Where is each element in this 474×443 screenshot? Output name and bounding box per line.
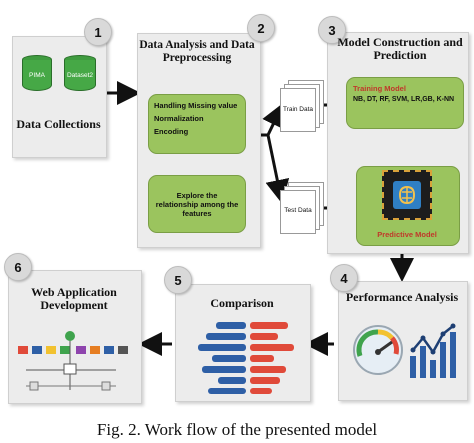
step-number-1: 1 <box>84 18 112 46</box>
test-data-label: Test Data <box>284 207 312 214</box>
preprocess-item: Handling Missing value <box>154 101 238 110</box>
arrow-to-train <box>262 102 285 136</box>
preprocess-item: Normalization <box>154 114 204 123</box>
step-4-title: Performance Analysis <box>345 290 459 304</box>
step-number-5: 5 <box>164 266 192 294</box>
gauge-icon <box>352 324 404 381</box>
training-model-list: NB, DT, RF, SVM, LR,GB, K-NN <box>353 96 455 103</box>
bar-list-icon <box>188 320 300 401</box>
step-3-title: Model Construction and Prediction <box>337 35 463 63</box>
step-1-title: Data Collections <box>16 117 101 131</box>
database-icon: PIMA <box>22 55 52 91</box>
step-number-6: 6 <box>4 253 32 281</box>
dataset-pima-label: PIMA <box>22 60 52 91</box>
training-model-title: Training Model <box>353 84 406 93</box>
explore-text: Explore the relationship among the featu… <box>155 190 239 218</box>
train-data-label: Train Data <box>282 106 314 113</box>
database-icon: Dataset2 <box>64 55 96 91</box>
preprocess-item: Encoding <box>154 127 189 136</box>
brain-chip-icon <box>382 170 432 220</box>
web-flow-icon <box>16 330 134 405</box>
step-5-title: Comparison <box>210 296 274 310</box>
figure-caption: Fig. 2. Work flow of the presented model <box>96 420 378 439</box>
arrow-to-test <box>265 134 290 204</box>
step-2-title: Data Analysis and Data Preprocessing <box>139 39 255 64</box>
predictive-model-label: Predictive Model <box>377 230 437 239</box>
step-number-4: 4 <box>330 264 358 292</box>
explore-relationship-panel: Explore the relationship among the featu… <box>148 175 246 233</box>
step-number-2: 2 <box>247 14 275 42</box>
preprocess-steps-panel: Handling Missing value Normalization Enc… <box>148 94 246 154</box>
dataset-2-label: Dataset2 <box>64 60 96 91</box>
step-number-3: 3 <box>318 16 346 44</box>
step-6-title: Web Application Development <box>31 285 117 313</box>
line-chart-icon <box>406 322 460 387</box>
training-model-panel: Training Model NB, DT, RF, SVM, LR,GB, K… <box>346 77 464 129</box>
